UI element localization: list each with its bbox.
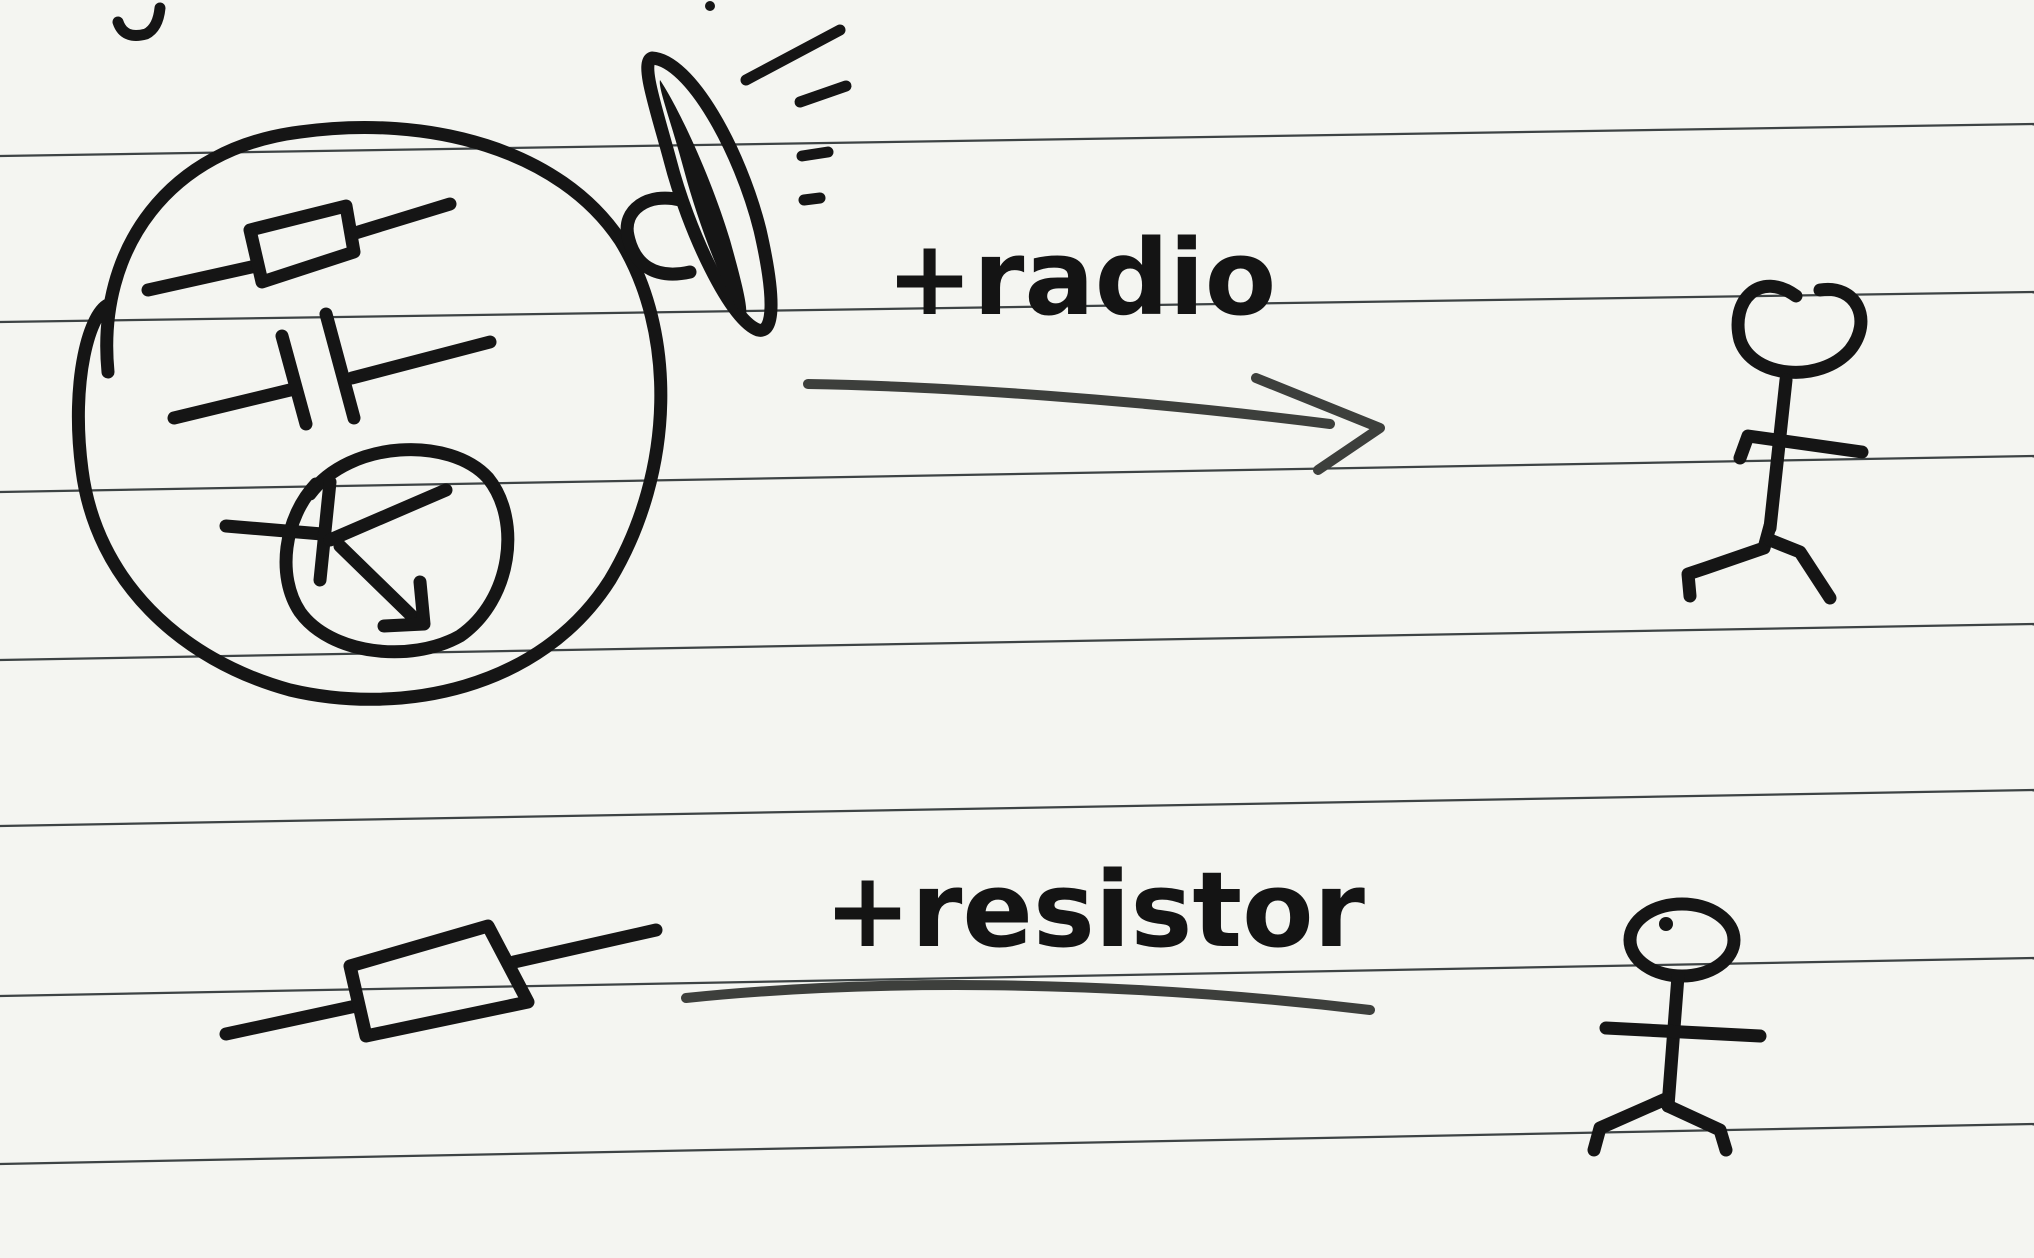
radio-label: +radio xyxy=(886,217,1276,339)
ruled-line xyxy=(0,290,2034,324)
transistor-symbol-icon xyxy=(219,443,515,659)
stick-figure-icon xyxy=(1681,279,1869,605)
resistor-symbol-icon xyxy=(219,919,663,1043)
ink-dot xyxy=(705,1,715,11)
connection-line xyxy=(681,980,1375,1015)
ruled-line xyxy=(0,1122,2034,1166)
ruled-line xyxy=(0,122,2034,158)
ruled-lines xyxy=(0,122,2034,1166)
stick-figure-icon xyxy=(1587,897,1767,1157)
ruled-line xyxy=(0,622,2034,662)
sound-waves-icon xyxy=(740,24,852,206)
ruled-line xyxy=(0,956,2034,998)
eye-dot xyxy=(1659,917,1673,931)
arrow-right-icon xyxy=(803,373,1385,475)
resistor-label: +resistor xyxy=(824,849,1365,971)
capacitor-symbol-icon xyxy=(167,307,497,431)
speaker-icon xyxy=(620,51,778,337)
ruled-line xyxy=(0,788,2034,828)
resistor-symbol-icon xyxy=(141,197,457,297)
ruled-line xyxy=(0,454,2034,494)
circuit-circle-icon xyxy=(71,121,668,706)
partial-letter-scribble xyxy=(112,2,166,41)
